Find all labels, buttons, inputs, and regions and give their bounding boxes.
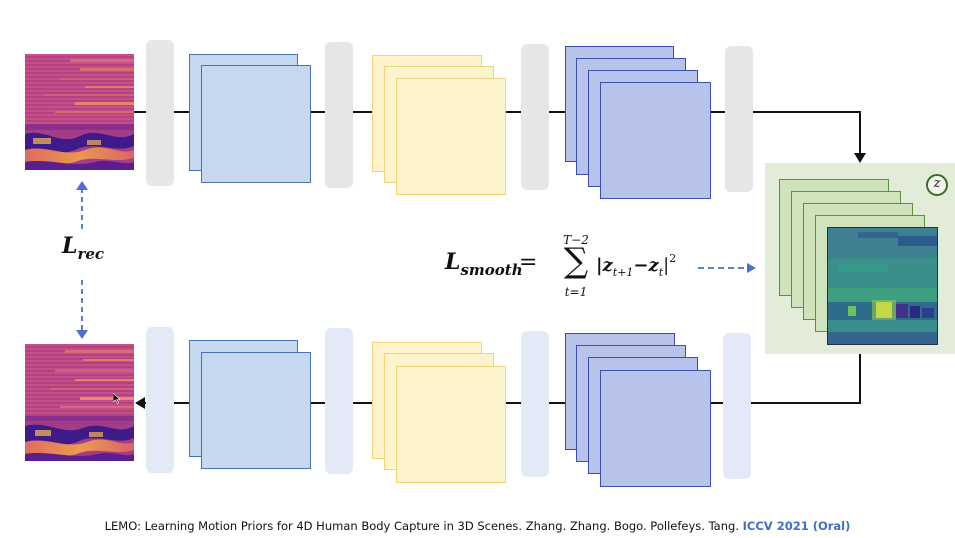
citation-venue: ICCV 2021 (Oral): [742, 519, 851, 533]
citation-text: LEMO: Learning Motion Priors for 4D Huma…: [104, 519, 739, 533]
arrow-down-icon: [76, 330, 88, 339]
formula-equals: =: [519, 250, 538, 275]
smooth-loss-label: Lsmooth: [445, 249, 523, 279]
smooth-loss-symbol: L: [445, 249, 461, 275]
sum-upper-limit: T−2: [563, 233, 589, 247]
motion-spectrogram-icon: [25, 344, 134, 461]
arrow-right-icon: [747, 263, 756, 273]
decoder-bar-3: [521, 331, 549, 477]
sum-term-power: 2: [669, 252, 677, 265]
encoder-to-latent-line: [859, 111, 861, 155]
latent-to-decoder-line: [859, 354, 861, 404]
citation-caption: LEMO: Learning Motion Priors for 4D Huma…: [0, 519, 955, 533]
mouse-cursor-icon: [113, 393, 121, 404]
sum-term-sub1: t+1: [612, 266, 634, 279]
output-motion-heatmap: [25, 344, 134, 461]
reconstruction-loss-label: Lrec: [62, 233, 104, 263]
latent-heatmap: [827, 227, 938, 345]
decoder-block-blue-front: [201, 352, 311, 469]
encoder-block-purple-4: [600, 82, 711, 199]
sum-term-close: |: [663, 255, 670, 276]
latent-heatmap-icon: [828, 228, 937, 344]
decoder-block-purple-4: [600, 370, 711, 487]
arrow-up-icon: [76, 181, 88, 190]
sum-lower-limit: t=1: [564, 285, 588, 299]
input-motion-heatmap: [25, 54, 134, 170]
decoder-block-yellow-3: [396, 366, 506, 483]
latent-badge-label: z: [933, 176, 941, 191]
sum-term-minus: −z: [633, 255, 659, 276]
sum-term-sub2: t: [658, 266, 664, 279]
decoder-bar-4: [723, 333, 751, 479]
encoder-bar-3: [521, 44, 549, 190]
encoder-block-blue-front: [201, 65, 311, 183]
rec-loss-subscript: rec: [77, 245, 105, 263]
latent-badge: [926, 174, 948, 196]
decoder-bar-2: [325, 328, 353, 474]
encoder-bar-2: [325, 42, 353, 188]
arrow-into-latent-icon: [854, 153, 866, 163]
rec-loss-symbol: L: [62, 233, 78, 259]
decoder-bar-1: [146, 327, 174, 473]
sum-term-open: |z: [596, 255, 613, 276]
encoder-bar-1: [146, 40, 174, 186]
smooth-loss-arrow: [698, 263, 756, 273]
sum-symbol: ∑: [563, 241, 589, 281]
smooth-loss-subscript: smooth: [460, 261, 523, 279]
sum-term: |zt+1−zt|2: [596, 252, 677, 279]
encoder-block-yellow-3: [396, 78, 506, 195]
reconstruction-loss-arrow: [76, 181, 88, 339]
encoder-bar-4: [725, 46, 753, 192]
motion-spectrogram-icon: [25, 54, 134, 170]
arrow-into-output-icon: [135, 397, 145, 409]
